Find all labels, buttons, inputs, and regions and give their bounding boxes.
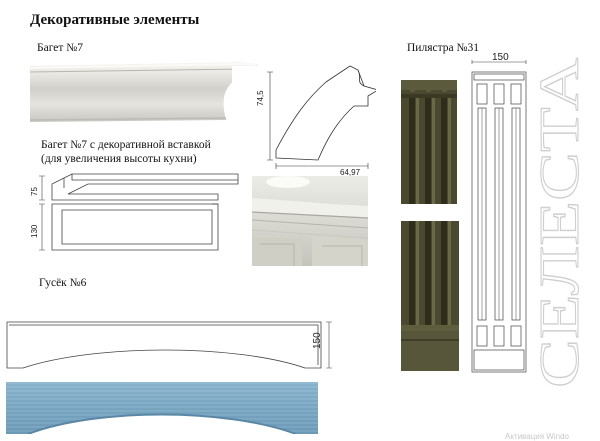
pilyastra31-break-dashes: [401, 211, 461, 223]
baget7-profile-drawing: [258, 58, 379, 178]
baget7-corner-photo: [252, 176, 368, 266]
gusek6-dim-height: 150: [312, 332, 323, 349]
baget7-dim-width: 64,97: [340, 168, 361, 177]
baget7-insert-label-line2: (для увеличения высоты кухни): [41, 153, 197, 165]
activation-watermark: Активация Windo: [505, 432, 569, 441]
pilyastra31-label: Пилястра №31: [407, 42, 479, 54]
baget7-insert-dim-bottom: 130: [30, 224, 39, 238]
pilyastra31-dim-width: 150: [492, 52, 509, 63]
baget7-label: Багет №7: [37, 42, 83, 54]
brand-logo: СЕЛЕСТА: [528, 30, 594, 430]
pilyastra31-photo-top: [401, 80, 457, 204]
baget7-photo: [30, 60, 258, 128]
baget7-dim-height: 74,5: [256, 90, 265, 106]
pilyastra31-drawing: [468, 50, 530, 375]
baget7-insert-drawing: [28, 170, 243, 260]
brand-logo-text: СЕЛЕСТА: [529, 57, 591, 388]
gusek6-photo: [6, 382, 318, 434]
baget7-insert-dim-top: 75: [30, 187, 39, 196]
pilyastra31-photo-bottom: [401, 221, 459, 371]
page-title: Декоративные элементы: [30, 12, 200, 28]
gusek6-drawing: [5, 318, 335, 374]
baget7-insert-label-line1: Багет №7 с декоративной вставкой: [41, 139, 211, 151]
gusek6-label: Гусёк №6: [39, 277, 87, 289]
